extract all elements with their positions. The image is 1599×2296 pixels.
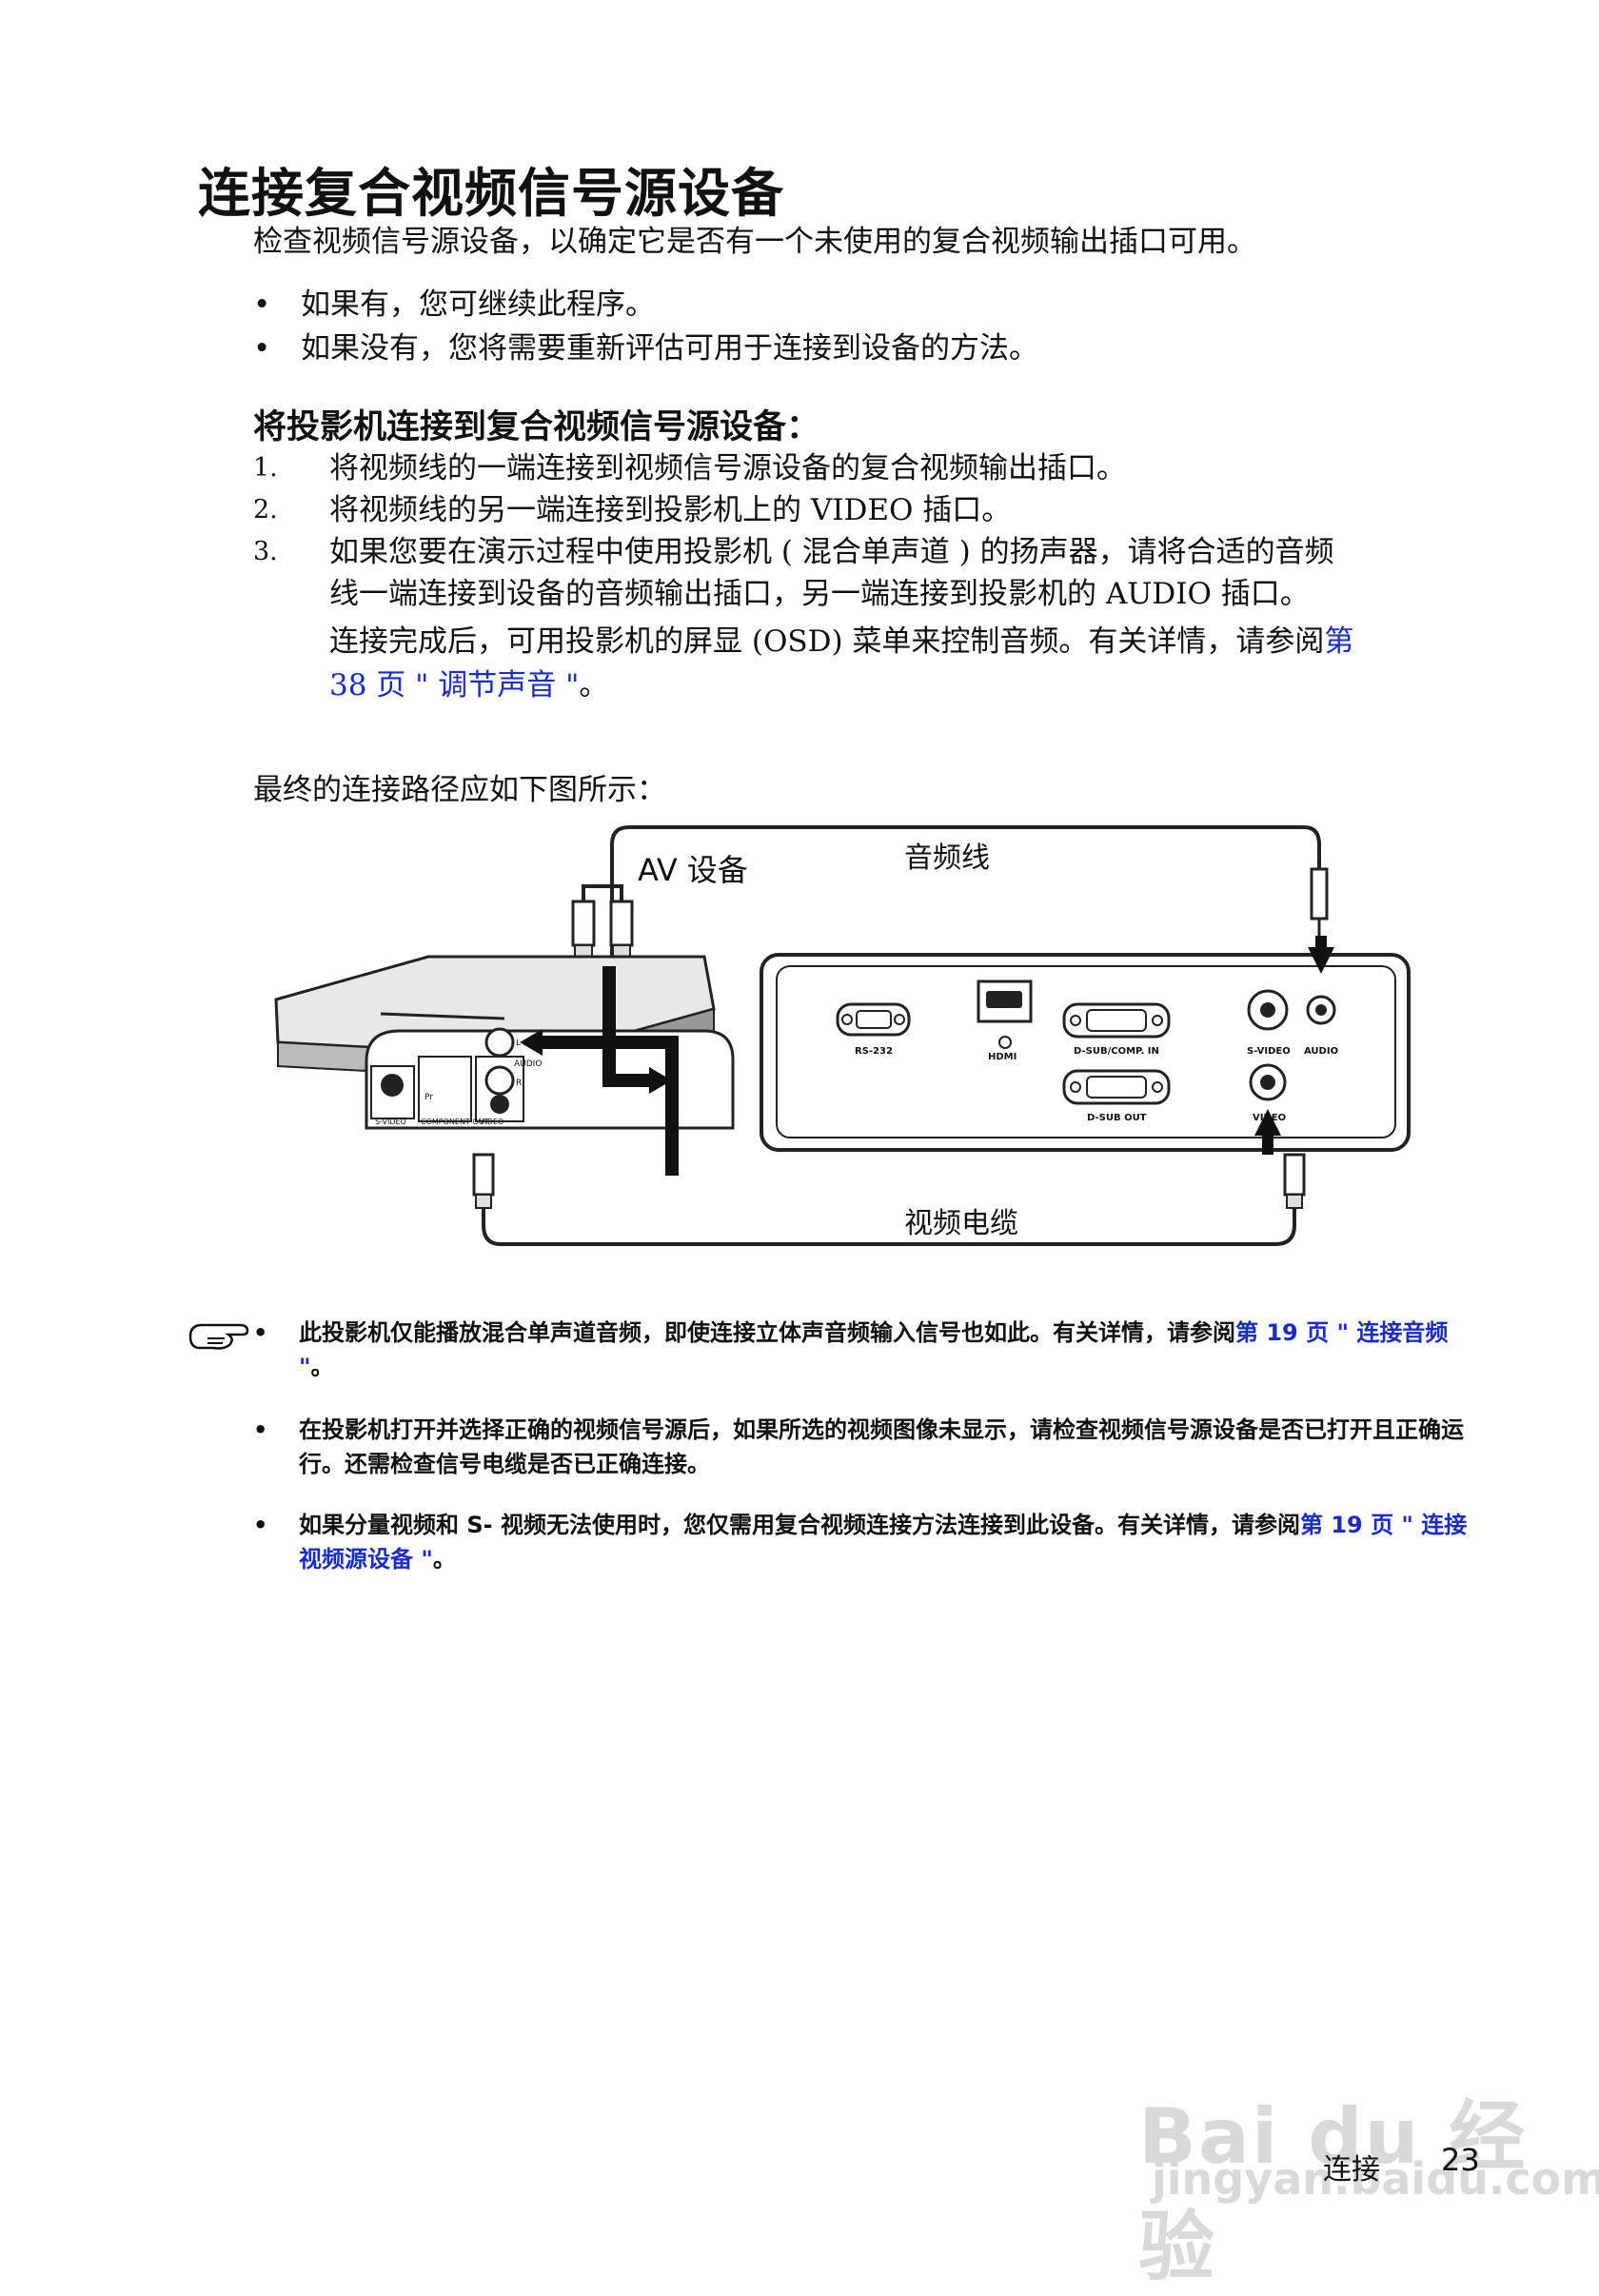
step-number: 2. <box>253 495 278 525</box>
bullet-text: 如果有，您可继续此程序。 <box>301 287 655 322</box>
dsub-out-port: D-SUB OUT <box>1062 1069 1171 1123</box>
bullet-dot: • <box>253 287 271 322</box>
hdmi-label: HDMI <box>988 1052 1017 1062</box>
audio-arrowhead <box>649 1067 672 1094</box>
step-text: 将视频线的一端连接到视频信号源设备的复合视频输出插口。 <box>329 451 1126 485</box>
audio-cable <box>610 825 1321 966</box>
hdmi-port: HDMI <box>977 980 1033 1062</box>
step-text: 线一端连接到设备的音频输出插口，另一端连接到投影机的 AUDIO 插口。 <box>329 577 1310 611</box>
video-cable <box>482 1204 1296 1246</box>
after-connect-body: 连接完成后，可用投影机的屏显 (OSD) 菜单来控制音频。有关详情，请参阅 <box>329 624 1325 659</box>
final-path-text: 最终的连接路径应如下图所示： <box>253 773 666 807</box>
page-title: 连接复合视频信号源设备 <box>198 163 785 224</box>
watermark-brand: Bai du 经验 <box>1138 2092 1528 2291</box>
link-connect-audio[interactable]: 第 19 页 " 连接音频 " <box>299 1319 1449 1380</box>
video-plug-av-side <box>472 1153 495 1209</box>
projector-audio-plug <box>1310 867 1329 938</box>
note-bullet: • <box>253 1512 268 1538</box>
rs232-port: RS-232 <box>836 1002 911 1057</box>
av-device-label: AV 设备 <box>638 852 748 888</box>
watermark-url: jingyan.baidu.com <box>1152 2153 1599 2205</box>
dsub-comp-in-label: D-SUB/COMP. IN <box>1074 1046 1159 1057</box>
note-body: 此投影机仅能播放混合单声道音频，即使连接立体声音频输入信号也如此。有关详情，请参… <box>299 1319 1235 1346</box>
after-connect-text: 连接完成后，可用投影机的屏显 (OSD) 菜单来控制音频。有关详情，请参阅第 <box>329 621 1424 663</box>
step-number: 3. <box>253 537 278 566</box>
av-video-label: VIDEO <box>480 1118 503 1126</box>
av-pr-label: Pr <box>424 1093 433 1102</box>
av-rear-panel: S-VIDEO COMPONENT OUT VIDEO Pr AUDIO L R <box>365 1027 735 1130</box>
video-port-arrow-shaft <box>1262 1136 1273 1155</box>
audio-insert-arrow <box>602 966 652 1087</box>
dsub-comp-in-port: D-SUB/COMP. IN <box>1062 1002 1171 1057</box>
av-svideo-label: S-VIDEO <box>375 1118 406 1126</box>
rs232-label: RS-232 <box>855 1046 893 1057</box>
svideo-label: S-VIDEO <box>1247 1046 1291 1057</box>
link-connect-video-source[interactable]: 第 19 页 " 连接视频源设备 " <box>299 1512 1468 1573</box>
av-r-label: R <box>516 1079 522 1088</box>
video-cable-label: 视频电缆 <box>904 1207 1018 1240</box>
bullet-dot: • <box>253 331 271 366</box>
video-out-arrow <box>541 1036 679 1176</box>
bullet-text: 如果没有，您将需要重新评估可用于连接到设备的方法。 <box>301 331 1038 366</box>
video-arrowhead <box>520 1029 543 1056</box>
note-bullet: • <box>253 1319 268 1346</box>
video-port-arrow <box>1254 1109 1281 1136</box>
note-end: 。 <box>310 1354 334 1380</box>
footer-page-number: 23 <box>1441 2142 1480 2178</box>
audio-port-arrow <box>1308 947 1334 974</box>
av-l-label: L <box>516 1039 521 1048</box>
footer-section: 连接 <box>1323 2153 1380 2187</box>
intro-text: 检查视频信号源设备，以确定它是否有一个未使用的复合视频输出插口可用。 <box>253 225 1256 259</box>
note-body: 如果分量视频和 S- 视频无法使用时，您仅需用复合视频连接方法连接到此设备。有关… <box>299 1512 1300 1538</box>
av-audio-plug-pair <box>571 884 634 967</box>
note-bullet: • <box>253 1416 268 1443</box>
connection-diagram: AV 设备 音频线 S-VIDEO COMPONENT OUT VIDEO Pr… <box>274 825 1411 1246</box>
audio-label: AUDIO <box>1304 1046 1338 1057</box>
step-text: 将视频线的另一端连接到投影机上的 VIDEO 插口。 <box>329 493 1012 527</box>
note-text: 此投影机仅能播放混合单声道音频，即使连接立体声音频输入信号也如此。有关详情，请参… <box>299 1316 1470 1384</box>
note-end: 。 <box>432 1546 456 1573</box>
step-text: 如果您要在演示过程中使用投影机 ( 混合单声道 ) 的扬声器，请将合适的音频 <box>329 535 1334 569</box>
note-text: 如果分量视频和 S- 视频无法使用时，您仅需用复合视频连接方法连接到此设备。有关… <box>299 1508 1470 1576</box>
after-connect-end: 。 <box>579 668 609 703</box>
note-text: 在投影机打开并选择正确的视频信号源后，如果所选的视频图像未显示，请检查视频信号源… <box>299 1416 1464 1477</box>
projector-panel: RS-232 HDMI D-SUB/COMP. IN D-SUB OUT <box>760 953 1411 1152</box>
video-plug-projector-side <box>1283 1153 1306 1209</box>
svideo-port: S-VIDEO <box>1247 989 1291 1057</box>
audio-cable-label: 音频线 <box>904 841 990 875</box>
note-hand-icon <box>188 1323 249 1350</box>
audio-port-arrow-shaft <box>1315 936 1327 949</box>
link-page-38[interactable]: 第 <box>1324 624 1354 659</box>
after-connect-link-line: 38 页 " 调节声音 "。 <box>329 664 1424 706</box>
av-audio-label: AUDIO <box>514 1059 542 1069</box>
dsub-out-label: D-SUB OUT <box>1087 1113 1147 1123</box>
link-adjust-sound[interactable]: 38 页 " 调节声音 " <box>329 668 580 703</box>
section-subheading: 将投影机连接到复合视频信号源设备： <box>253 408 820 446</box>
av-component-label: COMPONENT OUT <box>421 1118 489 1126</box>
audio-port: AUDIO <box>1304 995 1338 1057</box>
step-number: 1. <box>253 453 278 483</box>
